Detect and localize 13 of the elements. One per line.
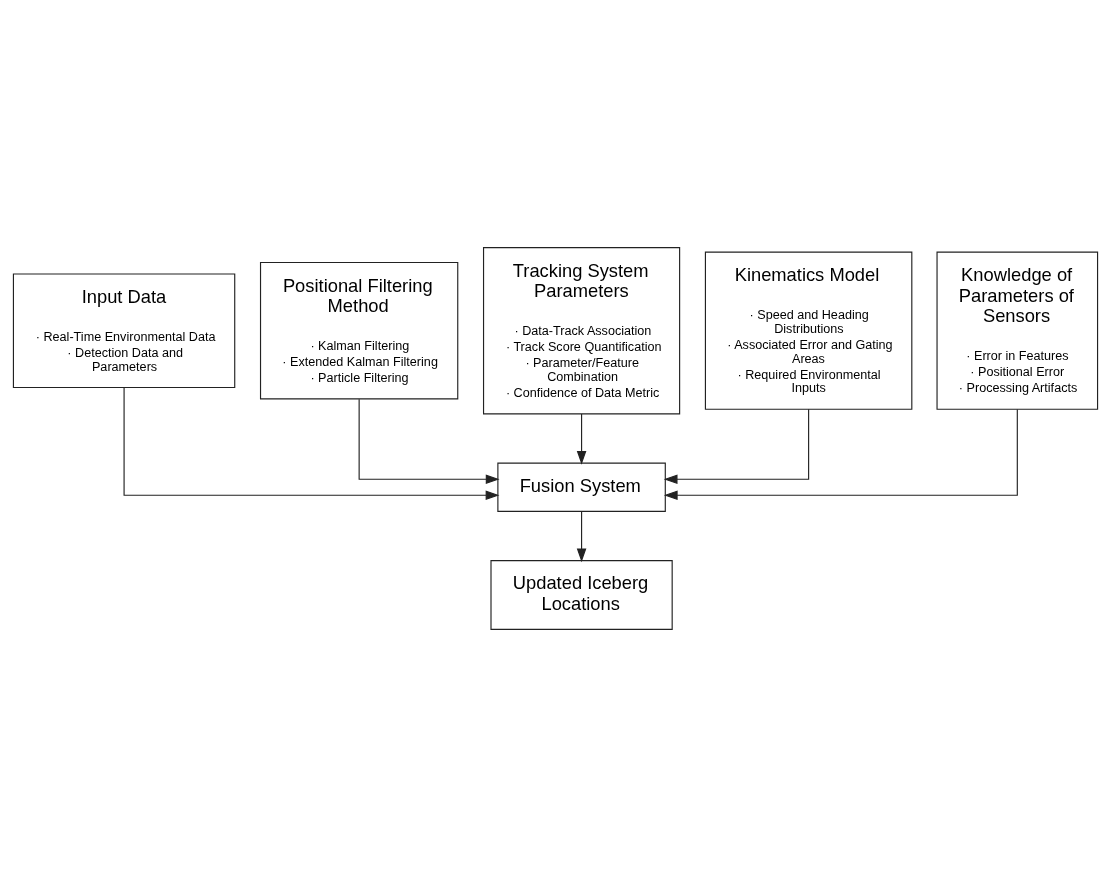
node-box: Fusion System [497,462,666,512]
arrow [576,412,587,465]
arrow [663,408,810,484]
node-box: Tracking System Parameters · Data-Track Association · Track Score Quantification · Parameter/Feature Combination · Confidence of Data Metric [482,246,681,414]
arrow [358,398,500,484]
arrow [576,510,587,562]
arrow [663,408,1018,500]
node-box: Positional Filtering Method · Kalman Filtering · Extended Kalman Filtering · Particle Filtering [259,261,459,399]
arrow [123,386,500,500]
node-box: Kinematics Model · Speed and Heading Distributions · Associated Error and Gating Areas · Required Environmental Inputs [704,251,913,410]
node-box: Input Data · Real-Time Environmental Data · Detection Data and Parameters [12,272,236,388]
node-box: Updated Iceberg Locations [490,559,673,630]
node-box: Knowledge of Parameters of Sensors · Error in Features · Positional Error · Processing Artifacts [936,251,1099,410]
